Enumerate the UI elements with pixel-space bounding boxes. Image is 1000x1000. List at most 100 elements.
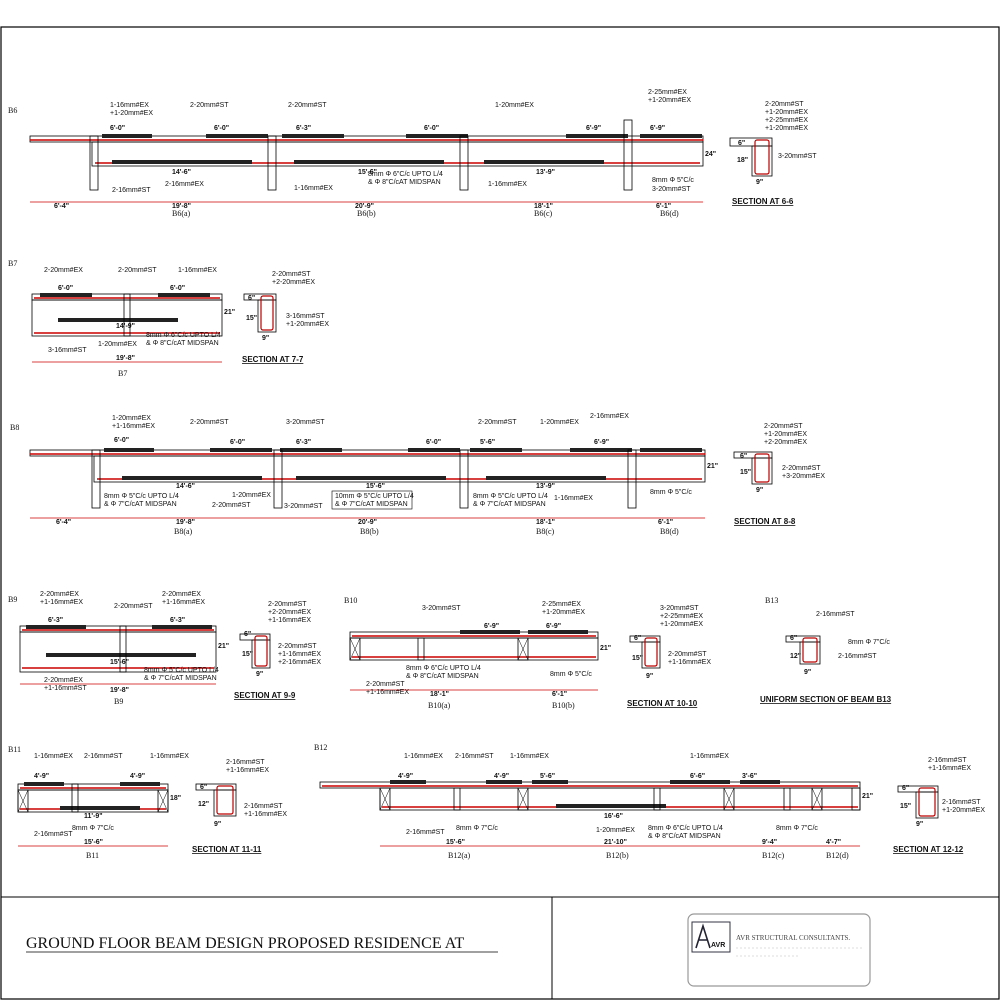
s77-flange: 6"	[248, 295, 255, 302]
b10-top-dim-1: 6'-9"	[484, 623, 499, 630]
s13-width: 9"	[804, 669, 811, 676]
b12-top-dim-4: 6'-6"	[690, 773, 705, 780]
s1212-label-1: 2-16mm#ST	[928, 757, 967, 764]
s88-label-4: 2-20mm#ST	[782, 465, 821, 472]
s99-label-3: +1-16mm#EX	[268, 617, 311, 624]
b10-span-dim-1: 18'-1"	[430, 691, 449, 698]
b7-label-2: 2-20mm#ST	[118, 267, 157, 274]
b12-label-5: 2-16mm#ST	[406, 829, 445, 836]
s99-label-2: +2-20mm#EX	[268, 609, 311, 616]
b8-top-dim-4: 6'-0"	[426, 439, 441, 446]
b12-sub-b: B12(b)	[606, 851, 629, 860]
section-8-8	[733, 451, 773, 485]
s77-label-3: 3-16mm#ST	[286, 313, 325, 320]
b7-span-dim-1: 19'-8"	[116, 355, 135, 362]
b12-label-9: & Φ 8"C/cAT MIDSPAN	[648, 833, 721, 840]
b8-label-14: & Φ 7"C/cAT MIDSPAN	[335, 501, 408, 508]
b8-sub-c: B8(c)	[536, 527, 555, 536]
b12-sub-d: B12(d)	[826, 851, 849, 860]
b10-label-1: 3-20mm#ST	[422, 605, 461, 612]
s1212-flange: 6"	[902, 785, 909, 792]
b7-top-dim-1: 6'-0"	[58, 285, 73, 292]
s1010-width: 9"	[646, 673, 653, 680]
b6-label-11: 8mm Φ 6"C/c UPTO L/4	[368, 171, 443, 178]
b6-top-dim-5: 6'-9"	[586, 125, 601, 132]
s88-label-1: 2-20mm#ST	[764, 423, 803, 430]
b11-label-1: 1-16mm#EX	[34, 753, 73, 760]
b9-label-7: & Φ 7"C/cAT MIDSPAN	[144, 675, 217, 682]
s99-label-6: +2-16mm#EX	[278, 659, 321, 666]
b8-label-15: 8mm Φ 5"C/c UPTO L/4	[473, 493, 548, 500]
b6-top-dim-6: 6'-9"	[650, 125, 665, 132]
b6-label-3: 2-20mm#ST	[190, 102, 229, 109]
b6-bot-dim-2: 15'-6"	[358, 169, 377, 176]
b10-span-dim-2: 6'-1"	[552, 691, 567, 698]
b8-top-dim-5: 5'-6"	[480, 439, 495, 446]
b6-span-dim-5: 6'-1"	[656, 203, 671, 210]
b8-label-17: 1-16mm#EX	[554, 495, 593, 502]
b7-tag: B7	[8, 259, 17, 268]
section-11-11	[195, 783, 237, 817]
s66-title: SECTION AT 6-6	[732, 197, 794, 206]
b6-bot-dim-1: 14'-6"	[172, 169, 191, 176]
b8-depth-dim: 21"	[707, 463, 718, 470]
b6-tag: B6	[8, 106, 17, 115]
b6-columns	[89, 119, 633, 191]
b8-span-dim-1: 6'-4"	[56, 519, 71, 526]
b10-label-5: & Φ 8"C/cAT MIDSPAN	[406, 673, 479, 680]
b6-extra-top-5	[566, 134, 628, 138]
b8-sub-d: B8(d)	[660, 527, 679, 536]
s88-flange: 6"	[740, 453, 747, 460]
b6-label-12: & Φ 8"C/cAT MIDSPAN	[368, 179, 441, 186]
s1010-depth: 15"	[632, 655, 643, 662]
section-9-9	[239, 633, 271, 669]
b6-beam-outline	[91, 141, 704, 167]
s66-label-5: 3-20mm#ST	[778, 153, 817, 160]
b6-sub-a: B6(a)	[172, 209, 191, 218]
b6-top-dim-2: 6'-0"	[214, 125, 229, 132]
s1010-label-2: +2-25mm#EX	[660, 613, 703, 620]
s77-label-1: 2-20mm#ST	[272, 271, 311, 278]
b6-span-dim-3: 20'-9"	[355, 203, 374, 210]
b11-sub: B11	[86, 851, 99, 860]
b7-label-7: & Φ 8"C/cAT MIDSPAN	[146, 340, 219, 347]
b12-tag: B12	[314, 743, 327, 752]
b11-label-3: 1-16mm#EX	[150, 753, 189, 760]
b11-span-dim-1: 15'-6"	[84, 839, 103, 846]
b11-top-dim-2: 4'-9"	[130, 773, 145, 780]
b6-label-7: +1-20mm#EX	[648, 97, 691, 104]
b8-label-12: 3-20mm#ST	[284, 503, 323, 510]
b11-label-5: 8mm Φ 7"C/c	[72, 825, 114, 832]
b11-label-2: 2-16mm#ST	[84, 753, 123, 760]
b7-depth-dim: 21"	[224, 309, 235, 316]
s66-label-2: +1-20mm#EX	[765, 109, 808, 116]
b8-label-1: 1-20mm#EX	[112, 415, 151, 422]
firm-logo-text: AVR	[711, 942, 725, 949]
s13-title: UNIFORM SECTION OF BEAM B13	[760, 695, 892, 704]
b9-depth-dim: 21"	[218, 643, 229, 650]
b12-span-dim-2: 21'-10"	[604, 839, 627, 846]
s99-title: SECTION AT 9-9	[234, 691, 296, 700]
b12-label-8: 8mm Φ 6"C/c UPTO L/4	[648, 825, 723, 832]
s99-width: 9"	[256, 671, 263, 678]
s13-label-1: 2-16mm#ST	[816, 611, 855, 618]
b11-top-dim-1: 4'-9"	[34, 773, 49, 780]
b10-label-7: +1-16mm#EX	[366, 689, 409, 696]
b8-label-5: 2-20mm#ST	[478, 419, 517, 426]
s66-label-1: 2-20mm#ST	[765, 101, 804, 108]
b8-top-dim-6: 6'-9"	[594, 439, 609, 446]
s1111-title: SECTION AT 11-11	[192, 845, 262, 854]
s1111-flange: 6"	[200, 784, 207, 791]
b8-span-dim-2: 19'-8"	[176, 519, 195, 526]
b12-top-dim-1: 4'-9"	[398, 773, 413, 780]
b8-label-18: 8mm Φ 5"C/c	[650, 489, 692, 496]
b9-label-3: 2-20mm#ST	[114, 603, 153, 610]
s99-label-5: +1-16mm#EX	[278, 651, 321, 658]
b12-label-4: 1-16mm#EX	[690, 753, 729, 760]
s1010-label-3: +1-20mm#EX	[660, 621, 703, 628]
s1212-label-2: +1-16mm#EX	[928, 765, 971, 772]
b8-label-16: & Φ 7"C/cAT MIDSPAN	[473, 501, 546, 508]
b10-tag: B10	[344, 596, 357, 605]
s99-label-4: 2-20mm#ST	[278, 643, 317, 650]
